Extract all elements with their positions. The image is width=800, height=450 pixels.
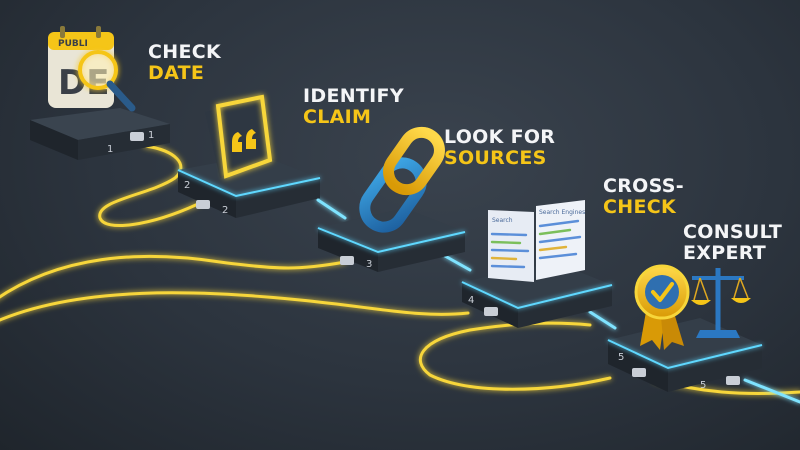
- connector-5a: [632, 368, 646, 377]
- platform-5: 5 5: [607, 318, 763, 392]
- blue-cable-5-out: [743, 378, 800, 404]
- calendar-header-text: PUBLI: [58, 39, 88, 49]
- step-1-number-front: 1: [107, 144, 113, 155]
- step-5-label-line1: CONSULT: [683, 221, 783, 243]
- step-2-number-front: 2: [222, 205, 228, 216]
- chain-link-icon: [359, 126, 445, 233]
- step-3-label-line2: SOURCES: [444, 147, 547, 169]
- search-panel-left-title: Search: [492, 217, 513, 224]
- platform-2: 2 2: [177, 155, 321, 218]
- step-3-label: LOOK FOR SOURCES: [444, 127, 555, 169]
- step-1-label-line2: DATE: [148, 62, 205, 84]
- connector-4: [484, 307, 498, 316]
- calendar-magnifier-icon: PUBLI DE: [48, 26, 136, 112]
- step-2-label-line1: IDENTIFY: [303, 85, 404, 107]
- cable-from-left-to-3: [0, 254, 347, 299]
- connector-5b: [726, 376, 740, 385]
- connector-3: [340, 256, 354, 265]
- step-2-label-line2: CLAIM: [303, 106, 372, 128]
- connector-1: [130, 132, 144, 141]
- blue-cable-2-to-3: [316, 198, 347, 220]
- platform-3: 3: [317, 208, 466, 272]
- step-1-number-side: 1: [148, 130, 154, 141]
- cable-1-to-2: [98, 144, 200, 228]
- platform-1: 1 1: [30, 108, 170, 160]
- cable-5-loop: [418, 321, 612, 391]
- step-2-label: IDENTIFY CLAIM: [303, 86, 404, 128]
- step-4-label: CROSS- CHECK: [603, 176, 684, 218]
- blue-cable-4-to-5: [588, 310, 617, 330]
- step-2-number-left: 2: [184, 180, 190, 191]
- step-1-label-line1: CHECK: [148, 41, 221, 63]
- step-5-number-left: 5: [618, 352, 624, 363]
- step-4-label-line2: CHECK: [603, 196, 676, 218]
- step-3-number: 3: [366, 259, 372, 270]
- cable-from-left-to-4: [0, 291, 470, 322]
- step-3-label-line1: LOOK FOR: [444, 126, 556, 148]
- step-4-number: 4: [468, 295, 474, 306]
- step-1-label: CHECK DATE: [148, 42, 221, 84]
- badge-scales-icon: [634, 264, 751, 350]
- quote-icon: [205, 94, 274, 179]
- connector-2: [196, 200, 210, 209]
- blue-cables: [316, 198, 800, 404]
- search-panel-right-title: Search Engines: [539, 209, 585, 216]
- blue-cable-3-to-4: [443, 254, 472, 272]
- step-4-label-line1: CROSS-: [603, 175, 684, 197]
- step-5-label-line2: EXPERT: [683, 242, 767, 264]
- step-5-number-front: 5: [700, 380, 706, 391]
- step-5-label: CONSULT EXPERT: [683, 222, 782, 264]
- platform-4: 4: [461, 262, 613, 328]
- search-engines-icon: Search Search Engines: [488, 200, 585, 282]
